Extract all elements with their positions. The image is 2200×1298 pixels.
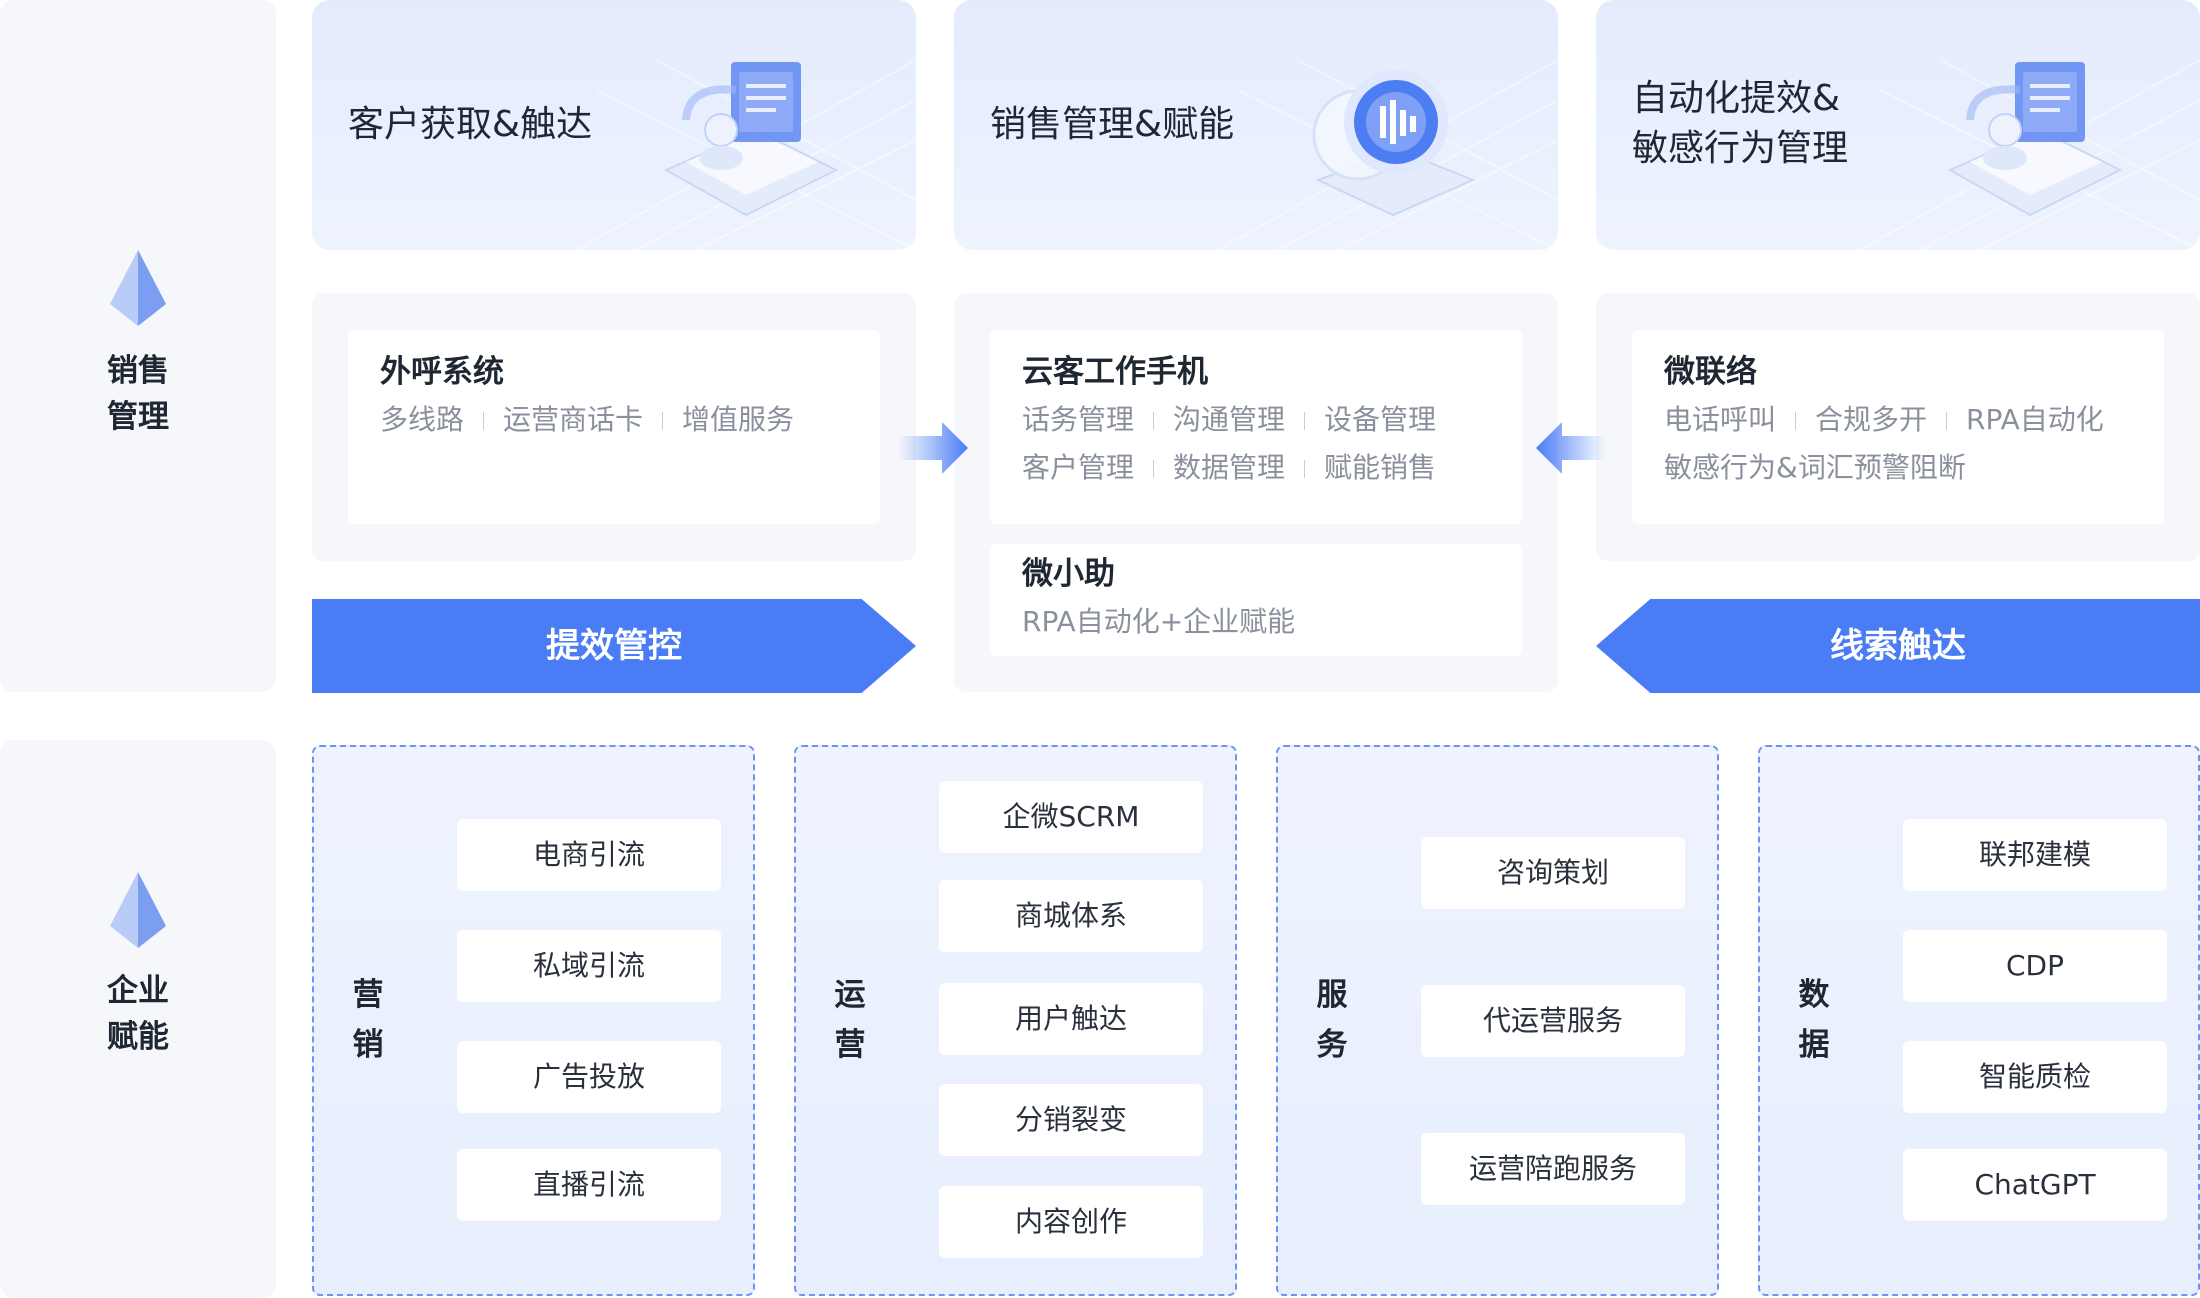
category-item: 电商引流 — [457, 819, 721, 891]
arrow-right-icon — [898, 422, 968, 474]
category-item: 分销裂变 — [939, 1084, 1203, 1156]
category-item: 商城体系 — [939, 880, 1203, 952]
top-card-customer-acquisition: 客户获取&触达 — [312, 0, 916, 250]
assistant-title: 微小助 — [1022, 556, 1115, 592]
category-item: ChatGPT — [1903, 1149, 2167, 1221]
wechat-contact-title: 微联络 — [1664, 354, 1757, 390]
category-label: 服 务 — [1316, 977, 1348, 1063]
category-label: 营 销 — [352, 977, 384, 1063]
outbound-features: 多线路运营商话卡增值服务 — [380, 403, 795, 436]
outbound-card: 外呼系统 多线路运营商话卡增值服务 — [348, 330, 880, 524]
assistant-card: 微小助 RPA自动化+企业赋能 — [990, 544, 1522, 656]
category-item: 内容创作 — [939, 1186, 1203, 1258]
media-sphere-illustration — [1312, 70, 1476, 217]
monitor-illustration — [663, 62, 839, 217]
cloud-phone-features-1: 话务管理沟通管理设备管理 — [1022, 403, 1437, 436]
sales-management-panel: 销售 管理 — [0, 0, 276, 692]
category-item: 广告投放 — [457, 1041, 721, 1113]
outbound-title: 外呼系统 — [380, 354, 504, 390]
category-data: 数 据 联邦建模 CDP 智能质检 ChatGPT — [1758, 745, 2200, 1296]
arrow-left-icon — [1536, 422, 1606, 474]
cloud-phone-features-2: 客户管理数据管理赋能销售 — [1022, 451, 1437, 484]
top-card-title: 自动化提效& 敏感行为管理 — [1632, 78, 1849, 169]
prism-icon — [110, 872, 166, 948]
assistant-desc: RPA自动化+企业赋能 — [1022, 605, 1296, 638]
category-item: 企微SCRM — [939, 781, 1203, 853]
enterprise-enablement-panel: 企业 赋能 — [0, 740, 276, 1298]
wechat-contact-features-2: 敏感行为&词汇预警阻断 — [1664, 451, 1966, 484]
category-item: 咨询策划 — [1421, 837, 1685, 909]
category-operations: 运 营 企微SCRM 商城体系 用户触达 分销裂变 内容创作 — [794, 745, 1237, 1296]
category-item: 用户触达 — [939, 983, 1203, 1055]
outbound-panel: 外呼系统 多线路运营商话卡增值服务 — [312, 293, 916, 561]
category-label: 数 据 — [1798, 977, 1830, 1063]
sales-management-title: 销售 管理 — [107, 353, 169, 435]
category-label: 运 营 — [834, 977, 866, 1063]
category-services: 服 务 咨询策划 代运营服务 运营陪跑服务 — [1276, 745, 1719, 1296]
monitor-illustration — [1947, 62, 2123, 217]
lead-outreach-ribbon: 线索触达 — [1596, 599, 2200, 693]
category-item: CDP — [1903, 930, 2167, 1002]
category-item: 运营陪跑服务 — [1421, 1133, 1685, 1205]
cloud-phone-card: 云客工作手机 话务管理沟通管理设备管理 客户管理数据管理赋能销售 — [990, 330, 1522, 524]
category-item: 私域引流 — [457, 930, 721, 1002]
efficiency-control-ribbon: 提效管控 — [312, 599, 916, 693]
enterprise-enablement-title: 企业 赋能 — [107, 973, 169, 1055]
category-item: 代运营服务 — [1421, 985, 1685, 1057]
prism-icon — [110, 250, 166, 326]
top-card-title: 销售管理&赋能 — [990, 104, 1235, 145]
category-item: 直播引流 — [457, 1149, 721, 1221]
category-marketing: 营 销 电商引流 私域引流 广告投放 直播引流 — [312, 745, 755, 1296]
top-card-sales-enablement: 销售管理&赋能 — [954, 0, 1558, 250]
top-card-title: 客户获取&触达 — [348, 104, 593, 145]
top-card-automation: 自动化提效& 敏感行为管理 — [1596, 0, 2200, 250]
cloud-phone-panel: 云客工作手机 话务管理沟通管理设备管理 客户管理数据管理赋能销售 微小助 RPA… — [954, 293, 1558, 692]
category-item: 联邦建模 — [1903, 819, 2167, 891]
category-item: 智能质检 — [1903, 1041, 2167, 1113]
cloud-phone-title: 云客工作手机 — [1022, 354, 1208, 390]
